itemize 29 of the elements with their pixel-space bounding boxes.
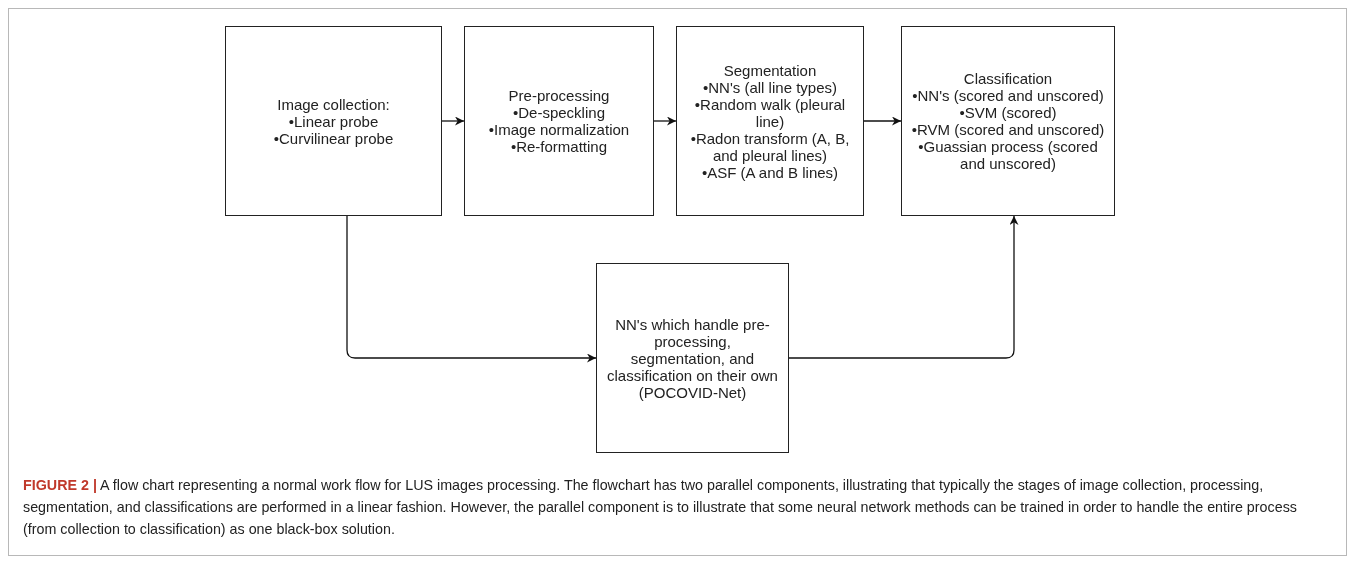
figure-caption: FIGURE 2 | A flow chart representing a normal work flow for LUS images processing. The flowchart has two parallel components, illustrating that typically the stages of image collection, processing, segmentation, and classifications are performed in a linear fashion. However, the parallel component is to illustrate that some neural network methods can be trained in order to handle the entire process (from collection to classification) as one black-box solution. bbox=[23, 476, 1298, 539]
box-text: •De-speckling bbox=[513, 104, 605, 121]
process-box bbox=[901, 26, 1115, 216]
process-box bbox=[596, 263, 789, 453]
arrow bbox=[788, 215, 1019, 359]
box-text: •Re-formatting bbox=[510, 138, 608, 155]
arrow bbox=[653, 116, 677, 126]
box-text: •NN's (all line types) bbox=[703, 78, 837, 96]
arrow bbox=[863, 116, 902, 126]
box-text: •RVM (scored and unscored) bbox=[911, 121, 1105, 138]
box-text: •Random walk (pleural line) bbox=[693, 95, 847, 130]
box-heading: Classification bbox=[963, 70, 1053, 87]
process-box bbox=[225, 26, 442, 216]
box-text: •Image normalization bbox=[488, 121, 630, 138]
box-text: •NN's (scored and unscored) bbox=[912, 87, 1104, 104]
box-text: •ASF (A and B lines) bbox=[701, 163, 839, 181]
box-text: •Guassian process (scored and unscored) bbox=[917, 138, 1099, 172]
box-text: •Radon transform (A, B, and pleural lines) bbox=[689, 129, 851, 164]
process-box bbox=[464, 26, 654, 216]
box-heading: Segmentation bbox=[723, 61, 817, 79]
box-text: •SVM (scored) bbox=[959, 104, 1057, 121]
arrow bbox=[346, 215, 597, 363]
process-box bbox=[676, 26, 864, 216]
box-text: •Linear probe bbox=[288, 112, 379, 130]
box-heading: Pre-processing bbox=[508, 87, 610, 104]
box-text: •Curvilinear probe bbox=[273, 129, 394, 147]
box-heading: Image collection: bbox=[277, 95, 390, 113]
arrow bbox=[441, 116, 465, 126]
box-text: NN's which handle pre-processing, segmentation, and classification on their own (POCOVID-Net) bbox=[606, 315, 779, 401]
